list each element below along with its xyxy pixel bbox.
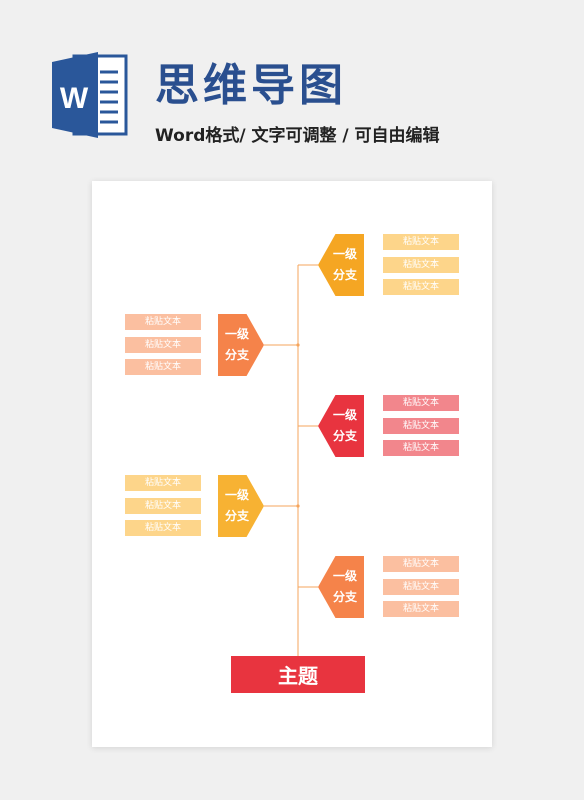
branch-label-line2: 分支 xyxy=(224,509,249,523)
connector-dot xyxy=(296,343,300,347)
central-topic[interactable]: 主题 xyxy=(231,656,365,693)
leaf-text-box[interactable]: 粘贴文本 xyxy=(125,336,201,353)
leaf-text-box[interactable]: 粘贴文本 xyxy=(383,578,459,595)
leaf-text-box[interactable]: 粘贴文本 xyxy=(125,475,201,491)
leaf-text-box[interactable]: 粘贴文本 xyxy=(383,417,459,434)
word-logo-icon: W xyxy=(52,52,128,138)
leaf-text-box[interactable]: 粘贴文本 xyxy=(125,520,201,536)
branch-label-line1: 一级 xyxy=(224,327,249,341)
leaf-text-box[interactable]: 粘贴文本 xyxy=(383,440,459,456)
leaf-text-box[interactable]: 粘贴文本 xyxy=(383,279,459,295)
leaf-text-box[interactable]: 粘贴文本 xyxy=(383,556,459,572)
leaf-text-box[interactable]: 粘贴文本 xyxy=(383,601,459,617)
leaf-text-box[interactable]: 粘贴文本 xyxy=(383,395,459,411)
leaf-text-box[interactable]: 粘贴文本 xyxy=(383,256,459,273)
branch-label-line2: 分支 xyxy=(332,429,357,443)
page-title: 思维导图 xyxy=(155,60,347,111)
leaf-text-box[interactable]: 粘贴文本 xyxy=(125,497,201,514)
svg-text:W: W xyxy=(60,82,89,115)
branch-label-line2: 分支 xyxy=(332,590,357,604)
page-subtitle: Word格式/ 文字可调整 / 可自由编辑 xyxy=(155,126,440,146)
branch-label-line1: 一级 xyxy=(332,408,357,422)
branch-label-line1: 一级 xyxy=(332,247,357,261)
branch-label-line1: 一级 xyxy=(224,488,249,502)
connector-lines xyxy=(264,264,318,656)
branch-label-line2: 分支 xyxy=(224,348,249,362)
leaf-text-box[interactable]: 粘贴文本 xyxy=(125,314,201,330)
mindmap-canvas: 一级分支粘贴文本粘贴文本粘贴文本一级分支粘贴文本粘贴文本粘贴文本一级分支粘贴文本… xyxy=(92,181,492,747)
leaf-text-box[interactable]: 粘贴文本 xyxy=(125,359,201,375)
branch-label-line1: 一级 xyxy=(332,569,357,583)
leaf-text-box[interactable]: 粘贴文本 xyxy=(383,234,459,250)
branch-label-line2: 分支 xyxy=(332,268,357,282)
connector-dot xyxy=(296,504,300,508)
